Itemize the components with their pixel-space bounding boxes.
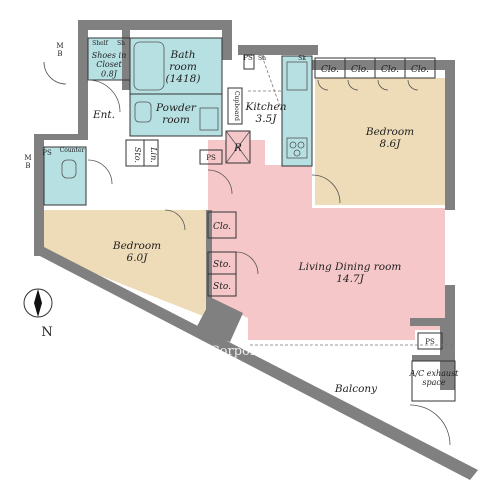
closet-label-living: Clo. xyxy=(213,222,231,232)
fixtures xyxy=(61,41,308,179)
sto-label-small: Sto. xyxy=(133,147,142,163)
sh-label-kitchen: Sh xyxy=(258,55,266,62)
storage-label-2: Sto. xyxy=(213,282,231,292)
ps-label-mid: PS xyxy=(206,154,216,162)
room-fills xyxy=(43,38,445,340)
toilet xyxy=(61,159,77,179)
walls xyxy=(34,20,455,390)
room-outlines xyxy=(43,37,456,402)
shelf-label: Shelf xyxy=(92,40,108,47)
kitchen-sink xyxy=(286,61,308,91)
closet-label-4: Clo. xyxy=(411,65,429,75)
storage-label-1: Sto. xyxy=(213,260,231,270)
balcony-dashes xyxy=(248,55,455,346)
counter-label: Counter xyxy=(60,147,85,154)
living-fill xyxy=(208,140,445,340)
compass-needle-icon xyxy=(34,289,42,317)
bedroom-large-fill xyxy=(315,78,445,205)
ps-label-top: PS xyxy=(243,54,253,62)
closet-label-3: Clo. xyxy=(381,65,399,75)
entrance-label: Ent. xyxy=(92,109,115,121)
sk-label: Sk xyxy=(298,55,306,62)
watermark: Ken Corporation Ltd. xyxy=(180,344,320,359)
closet-label-2: Clo. xyxy=(351,65,369,75)
powder-toilet xyxy=(134,101,152,123)
sink xyxy=(199,107,219,131)
powder-fill xyxy=(130,94,222,136)
stove xyxy=(286,137,308,159)
ps-label-left: PS xyxy=(42,149,52,157)
sh-label: Sh xyxy=(117,40,125,47)
closet-label-1: Clo. xyxy=(321,65,339,75)
toilet-fill xyxy=(44,147,86,205)
north-label: N xyxy=(41,325,52,340)
bath-fill xyxy=(130,38,222,94)
bathtub xyxy=(133,41,165,91)
lin-label: Lin. xyxy=(149,146,158,163)
north-arrow xyxy=(23,288,53,318)
balcony-label: Balcony xyxy=(334,383,378,395)
ps-label-balcony: PS xyxy=(425,338,435,346)
bedroom-small-fill xyxy=(43,210,208,318)
balcony-outer-line xyxy=(36,247,478,480)
cupboard-label: Cupboard xyxy=(233,91,240,121)
door-swings xyxy=(43,61,451,446)
refrigerator-label: R xyxy=(233,142,242,154)
